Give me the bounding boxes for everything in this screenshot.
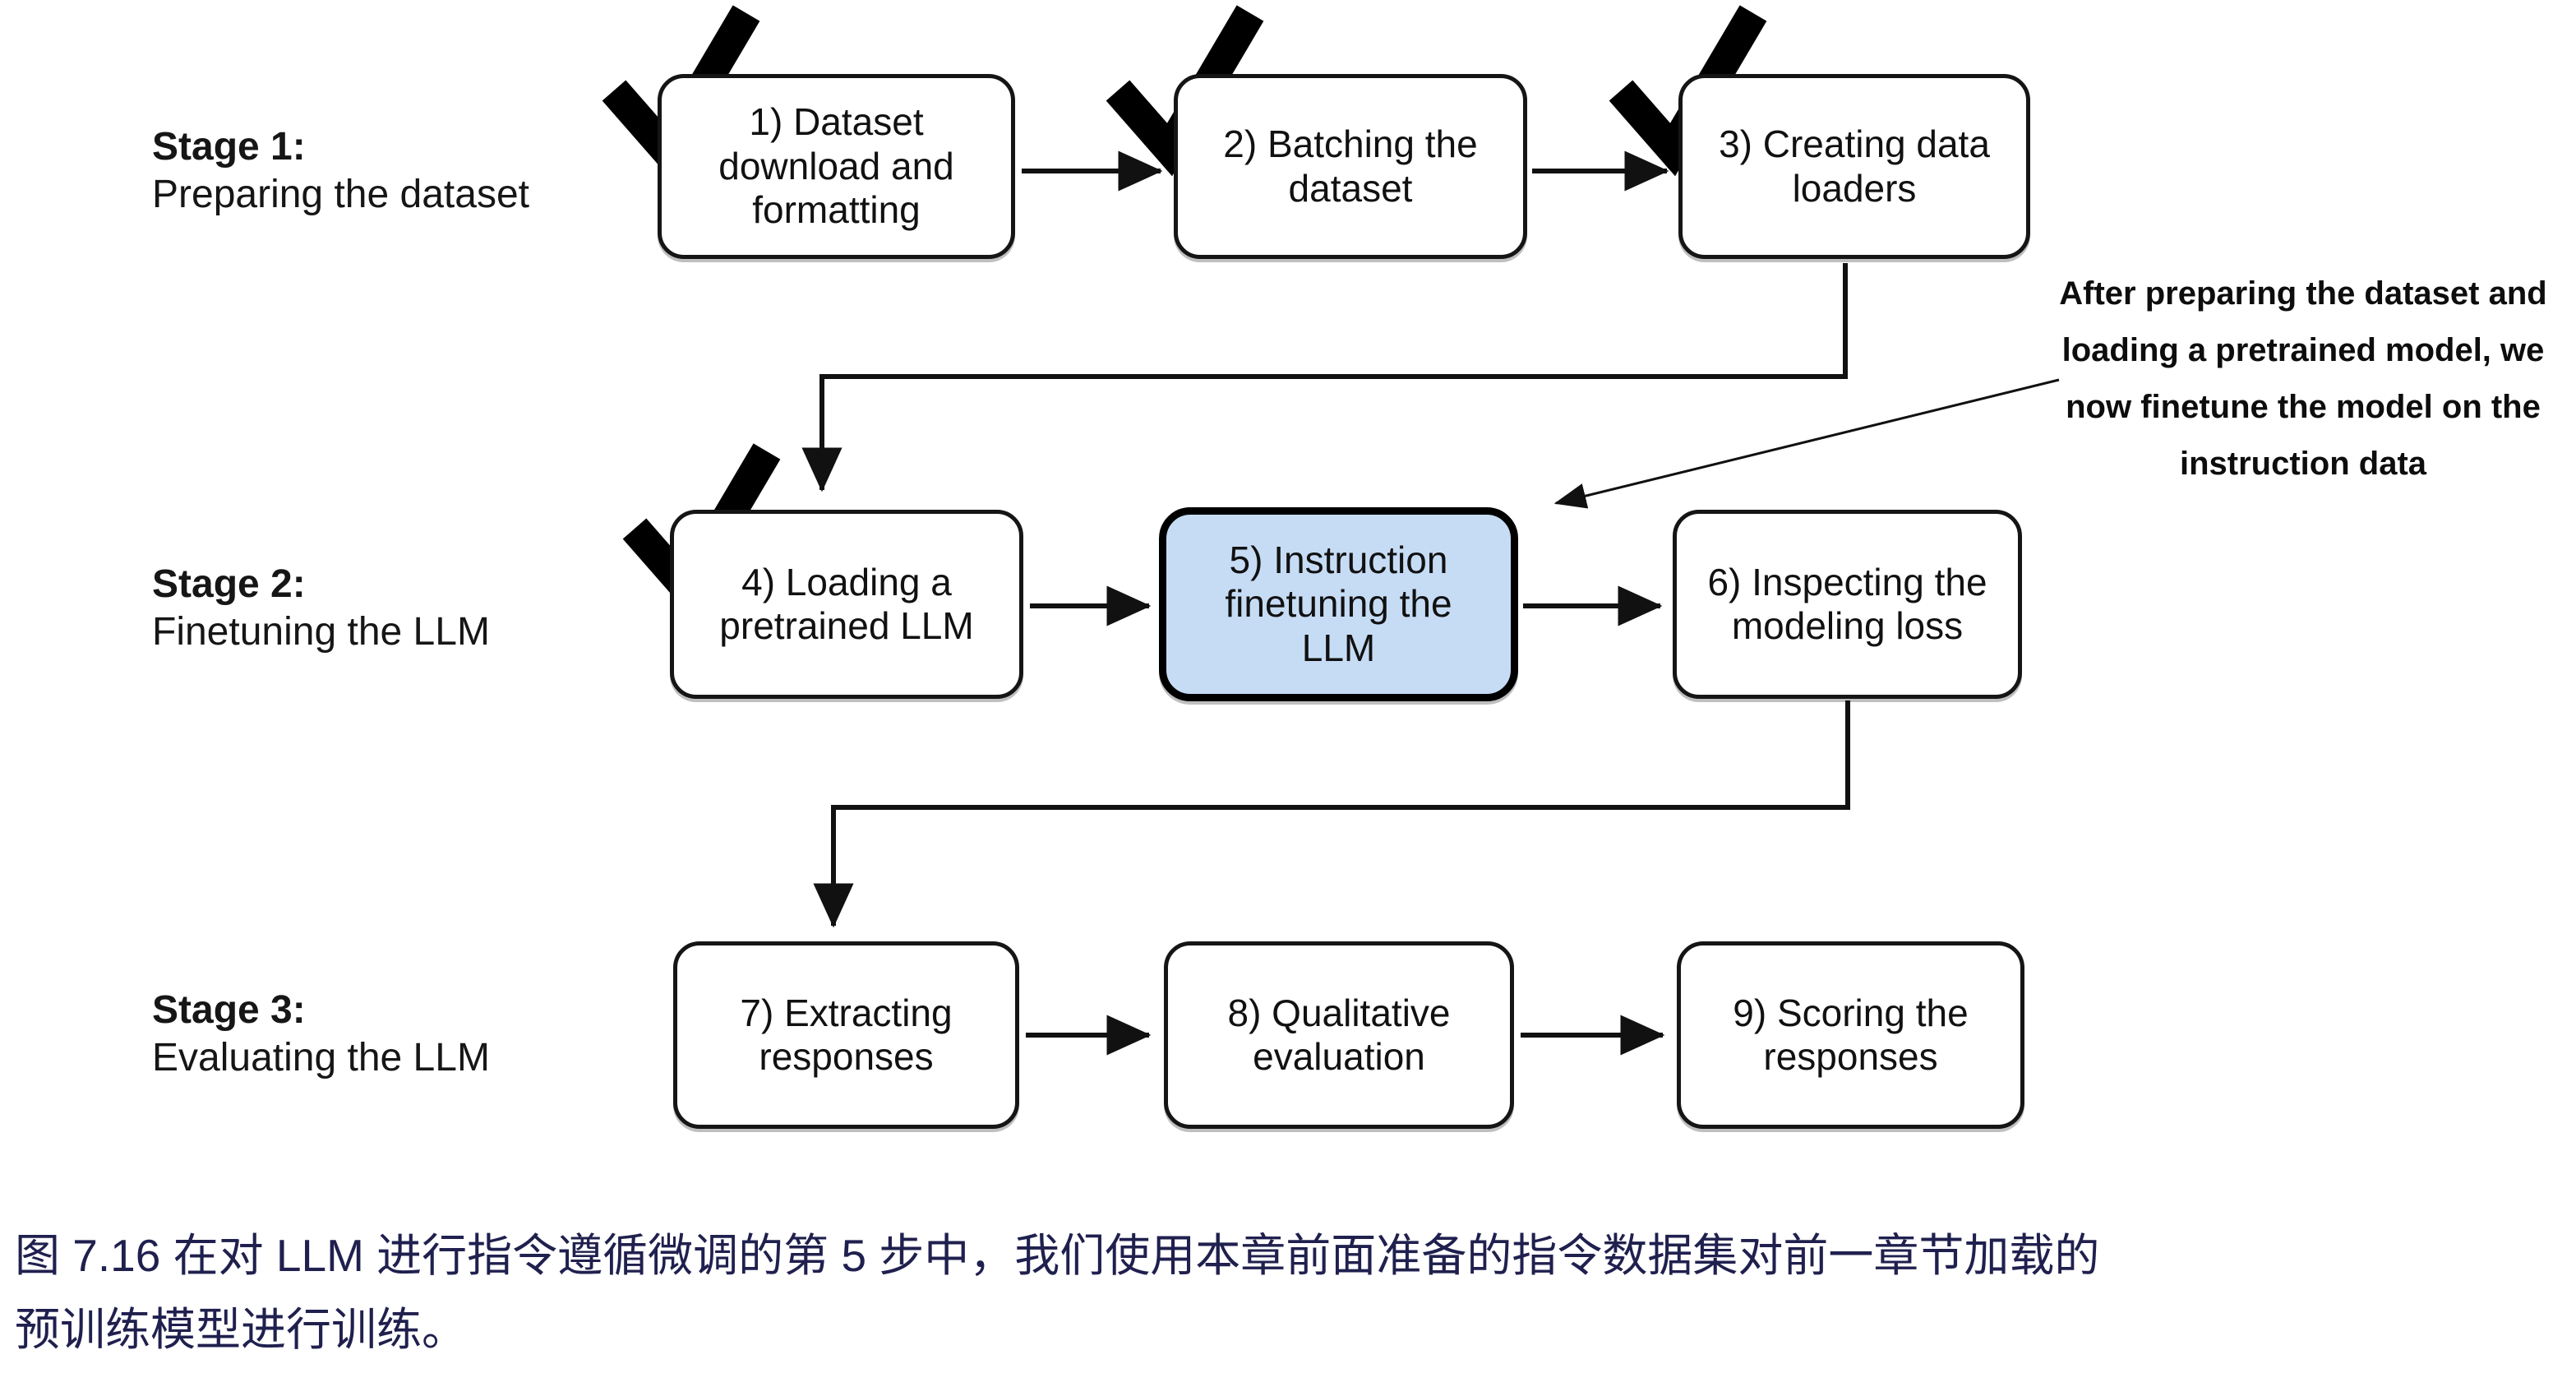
caption-line-1: 图 7.16 在对 LLM 进行指令遵循微调的第 5 步中，我们使用本章前面准备… <box>15 1230 2100 1281</box>
annotation-note: After preparing the dataset and loading … <box>2030 266 2576 492</box>
stage-label-2: Stage 2: Finetuning the LLM <box>152 561 490 656</box>
annotation-line-2: loading a pretrained model, we <box>2061 332 2545 368</box>
stage-label-1: Stage 1: Preparing the dataset <box>152 123 529 219</box>
step-box-1: 1) Dataset download and formatting <box>658 74 1015 259</box>
figure-caption: 图 7.16 在对 LLM 进行指令遵循微调的第 5 步中，我们使用本章前面准备… <box>15 1218 2571 1366</box>
annotation-line-3: now finetune the model on the <box>2066 389 2541 425</box>
stage-3-title: Stage 3: <box>152 988 306 1032</box>
stage-2-subtitle: Finetuning the LLM <box>152 610 490 654</box>
connector-box3-box4 <box>801 263 1848 492</box>
stage-1-title: Stage 1: <box>152 125 306 169</box>
step-box-5-highlighted: 5) Instruction finetuning the LLM <box>1159 507 1518 701</box>
step-box-7: 7) Extracting responses <box>673 941 1019 1129</box>
step-box-2: 2) Batching the dataset <box>1174 74 1527 259</box>
stage-2-title: Stage 2: <box>152 562 306 606</box>
step-box-8: 8) Qualitative evaluation <box>1164 941 1514 1129</box>
step-box-6: 6) Inspecting the modeling loss <box>1673 510 2022 699</box>
step-box-3: 3) Creating data loaders <box>1678 74 2030 259</box>
stage-label-3: Stage 3: Evaluating the LLM <box>152 987 490 1082</box>
step-box-4: 4) Loading a pretrained LLM <box>670 510 1023 699</box>
caption-line-2: 预训练模型进行训练。 <box>15 1304 468 1355</box>
connector-box6-box7 <box>813 700 1850 928</box>
step-box-9: 9) Scoring the responses <box>1677 941 2024 1129</box>
annotation-arrow <box>1553 378 2060 509</box>
stage-3-subtitle: Evaluating the LLM <box>152 1036 490 1079</box>
annotation-line-1: After preparing the dataset and <box>2059 275 2547 312</box>
annotation-line-4: instruction data <box>2179 446 2427 482</box>
stage-1-subtitle: Preparing the dataset <box>152 173 529 216</box>
